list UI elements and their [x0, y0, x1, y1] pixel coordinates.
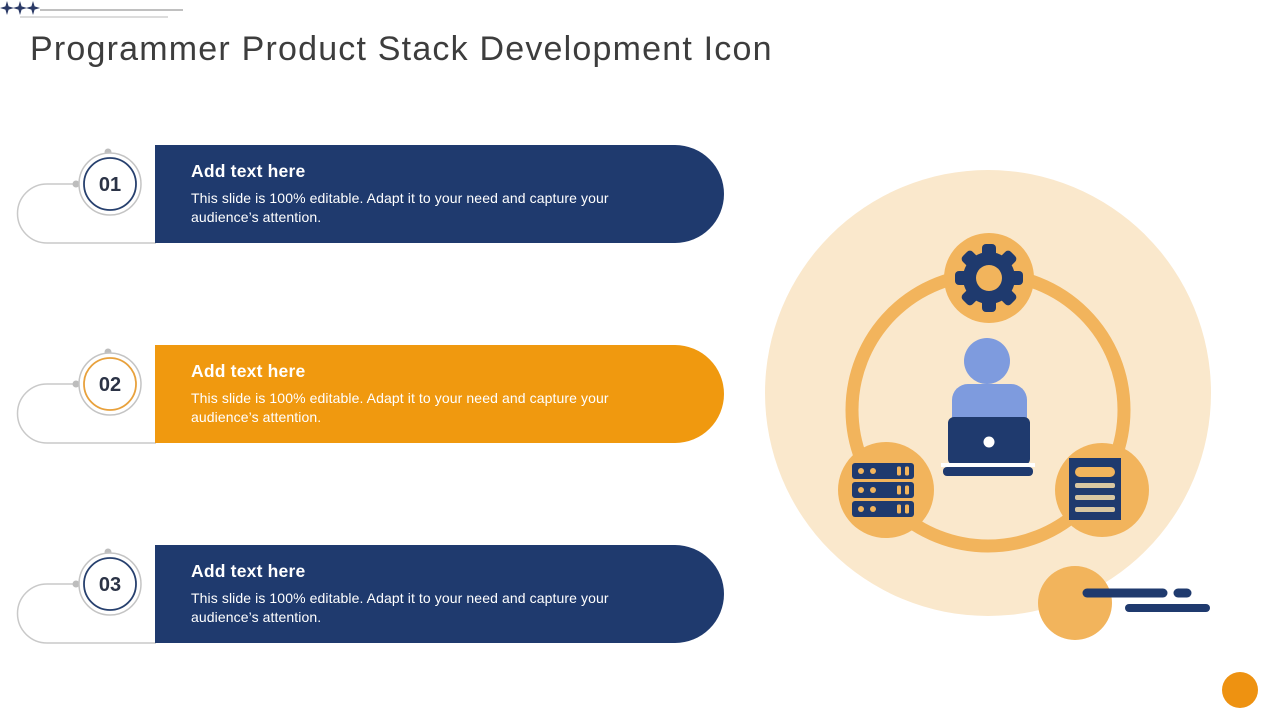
text-banner-03[interactable]: Add text here This slide is 100% editabl… — [155, 545, 724, 643]
accent-circle — [1038, 566, 1112, 640]
step-marker-02: 02 — [16, 348, 156, 444]
connector-dot — [72, 380, 80, 388]
laptop-icon — [941, 417, 1035, 476]
sparkles-icon — [0, 1, 40, 15]
banner-heading: Add text here — [191, 161, 306, 181]
page-title: Programmer Product Stack Development Ico… — [30, 30, 773, 68]
connector-dot — [72, 180, 80, 188]
illustration — [765, 170, 1211, 640]
connector-dot — [72, 580, 80, 588]
step-number: 03 — [99, 574, 121, 596]
step-number: 02 — [99, 374, 121, 396]
document-icon — [1069, 458, 1121, 520]
corner-accent-dot — [1222, 672, 1258, 708]
banner-body: This slide is 100% editable. Adapt it to… — [191, 190, 609, 225]
step-number: 01 — [99, 174, 121, 196]
step-inner-ring — [83, 557, 137, 611]
server-icon — [852, 463, 914, 517]
step-inner-ring — [83, 157, 137, 211]
step-connector — [16, 183, 156, 244]
step-inner-ring — [83, 357, 137, 411]
accent-lines — [1082, 588, 1210, 612]
banner-body: This slide is 100% editable. Adapt it to… — [191, 590, 609, 625]
list-item-01: 01 Add text here This slide is 100% edit… — [0, 145, 740, 245]
banner-body: This slide is 100% editable. Adapt it to… — [191, 390, 609, 425]
banner-heading: Add text here — [191, 561, 306, 581]
list-item-03: 03 Add text here This slide is 100% edit… — [0, 545, 740, 645]
gear-icon — [955, 244, 1023, 312]
step-marker-01: 01 — [16, 148, 156, 244]
text-banner-02[interactable]: Add text here This slide is 100% editabl… — [155, 345, 724, 443]
step-connector — [16, 383, 156, 444]
text-banner-01[interactable]: Add text here This slide is 100% editabl… — [155, 145, 724, 243]
banner-heading: Add text here — [191, 361, 306, 381]
step-connector — [16, 583, 156, 644]
list-item-02: 02 Add text here This slide is 100% edit… — [0, 345, 740, 445]
header-decor — [0, 1, 183, 18]
step-marker-03: 03 — [16, 548, 156, 644]
